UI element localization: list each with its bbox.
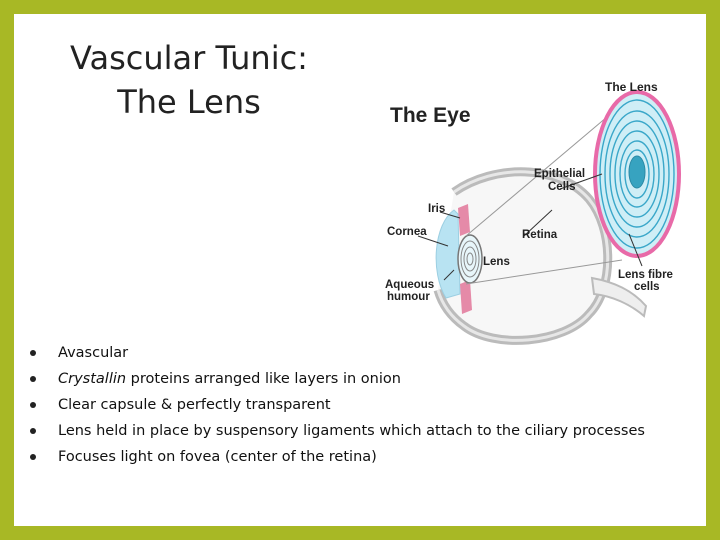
diagram-heading: The Eye: [390, 104, 471, 127]
bullet-text: Lens held in place by suspensory ligamen…: [58, 423, 645, 439]
bullet-text: proteins arranged like layers in onion: [126, 371, 401, 387]
label-epithelial: Epithelial: [534, 168, 585, 180]
label-cells: Cells: [548, 181, 576, 193]
label-lens: Lens: [483, 256, 510, 268]
eyeball: [433, 167, 648, 345]
label-cornea: Cornea: [387, 226, 427, 238]
bullet-dot: [30, 402, 36, 408]
label-aqueous: Aqueous: [385, 279, 434, 291]
iris-top: [458, 204, 470, 236]
label-lens-fibre: Lens fibre: [618, 269, 673, 281]
slide: Vascular Tunic: The Lens The Eye: [14, 14, 706, 526]
bullet-dot: [30, 454, 36, 460]
leader-lines: [417, 173, 643, 281]
zoom-line-bottom: [465, 259, 623, 285]
bullet-item: Avascular: [30, 340, 645, 366]
eye-diagram: The Eye: [385, 80, 681, 345]
bullet-text: Focuses light on fovea (center of the re…: [58, 449, 377, 465]
label-the-lens: The Lens: [605, 80, 658, 94]
iris-bottom: [460, 280, 472, 314]
title-line-1: Vascular Tunic:: [70, 39, 308, 77]
bullet-dot: [30, 350, 36, 356]
bullet-italic: Crystallin: [58, 371, 127, 387]
label-lens-fibre-cells: cells: [634, 281, 660, 293]
cornea: [435, 209, 461, 299]
bullet-list: Avascular Crystallin proteins arranged l…: [30, 340, 645, 470]
title-line-2: The Lens: [117, 83, 261, 121]
label-iris: Iris: [428, 203, 445, 215]
label-humour: humour: [387, 291, 430, 303]
bullet-item: Crystallin proteins arranged like layers…: [30, 366, 645, 392]
bullet-text: Avascular: [58, 345, 129, 361]
label-retina: Retina: [522, 229, 558, 241]
zoom-line-top: [465, 105, 621, 237]
lens-closeup: [593, 90, 681, 258]
bullet-text: Clear capsule & perfectly transparent: [58, 397, 331, 413]
bullet-dot: [30, 376, 36, 382]
bullet-item: Clear capsule & perfectly transparent: [30, 392, 645, 418]
bullet-dot: [30, 428, 36, 434]
slide-title: Vascular Tunic: The Lens: [34, 36, 344, 124]
bullet-item: Lens held in place by suspensory ligamen…: [30, 418, 645, 444]
eye-lens: [457, 234, 483, 284]
bullet-item: Focuses light on fovea (center of the re…: [30, 444, 645, 470]
